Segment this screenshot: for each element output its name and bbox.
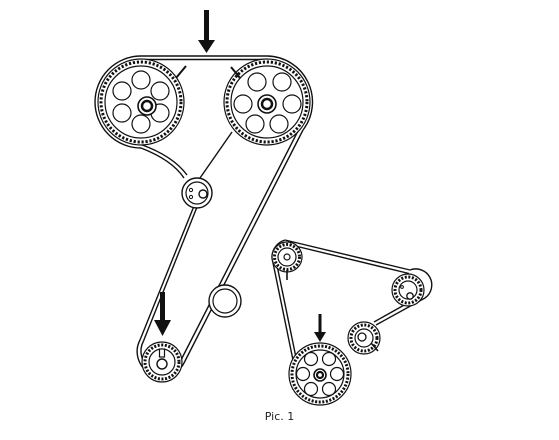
camshaft-sprocket-left [97, 58, 185, 146]
accessory-drive-sprocket-top [271, 241, 303, 280]
down-arrow-icon [154, 292, 171, 336]
crankshaft-sprocket [141, 341, 183, 383]
accessory-belt [271, 239, 433, 361]
figure-caption: Pic. 1 [264, 410, 295, 423]
down-arrow-icon [198, 10, 215, 53]
down-arrow-icon [314, 314, 326, 342]
idler-pulley [181, 177, 213, 209]
camshaft-sprocket-right [223, 58, 311, 146]
accessory-drive-main-sprocket [288, 342, 352, 406]
tensioner-pulley [208, 284, 242, 318]
accessory-drive-tensioner [347, 321, 381, 355]
timing-mark-icon [175, 65, 241, 79]
accessory-drive-pulley [391, 273, 425, 307]
